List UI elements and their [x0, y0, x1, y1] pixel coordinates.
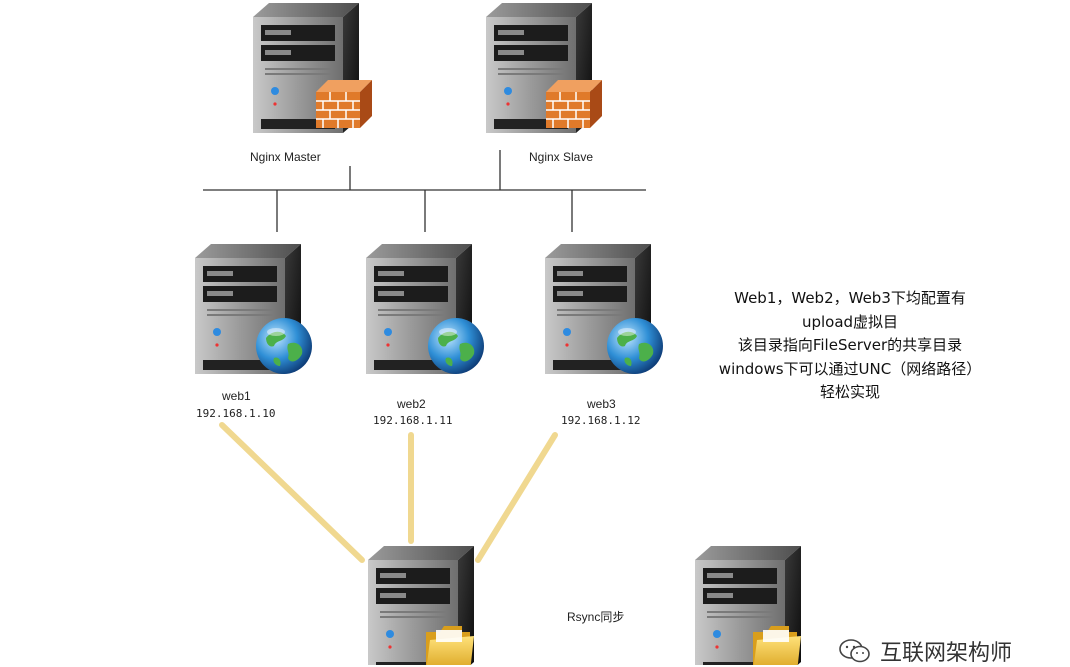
sync-links — [219, 422, 558, 563]
web3-label: web3 — [587, 397, 616, 411]
nginx-slave-label: Nginx Slave — [529, 150, 594, 164]
web1-label: web1 — [222, 389, 251, 403]
link-web3-fileserver — [475, 432, 558, 563]
nginx-master-node — [252, 2, 373, 134]
web2-ip: 192.168.1.11 — [373, 414, 453, 427]
network-bus — [203, 150, 646, 232]
web2-node — [365, 243, 484, 375]
watermark-text: 互联网架构师 — [880, 641, 1013, 666]
firewall-icon — [545, 79, 603, 129]
web1-node — [194, 243, 312, 375]
note-line: 该目录指向FileServer的共享目录 — [737, 336, 963, 354]
note-line: upload虚拟目 — [801, 312, 899, 331]
web2-label: web2 — [397, 397, 426, 411]
nginx-slave-node — [485, 2, 603, 134]
note-line: Web1，Web2，Web3下均配置有 — [734, 289, 966, 307]
globe-icon — [607, 318, 663, 374]
file-server-node — [367, 545, 475, 665]
link-web1-fileserver — [219, 422, 365, 563]
web1-ip: 192.168.1.10 — [196, 407, 276, 420]
note-block: Web1，Web2，Web3下均配置有 upload虚拟目 该目录指向FileS… — [690, 287, 1010, 405]
backup-file-server-node — [694, 545, 802, 665]
watermark: 互联网架构师 — [838, 635, 1012, 667]
web3-ip: 192.168.1.12 — [561, 414, 641, 427]
nginx-master-label: Nginx Master — [250, 150, 321, 164]
web3-node — [544, 243, 663, 375]
note-line: 轻松实现 — [819, 383, 880, 401]
firewall-icon — [315, 79, 373, 129]
wechat-icon — [839, 639, 870, 663]
globe-icon — [256, 318, 312, 374]
rsync-label: Rsync同步 — [567, 610, 625, 624]
globe-icon — [428, 318, 484, 374]
note-line: windows下可以通过UNC（网络路径） — [718, 359, 982, 378]
